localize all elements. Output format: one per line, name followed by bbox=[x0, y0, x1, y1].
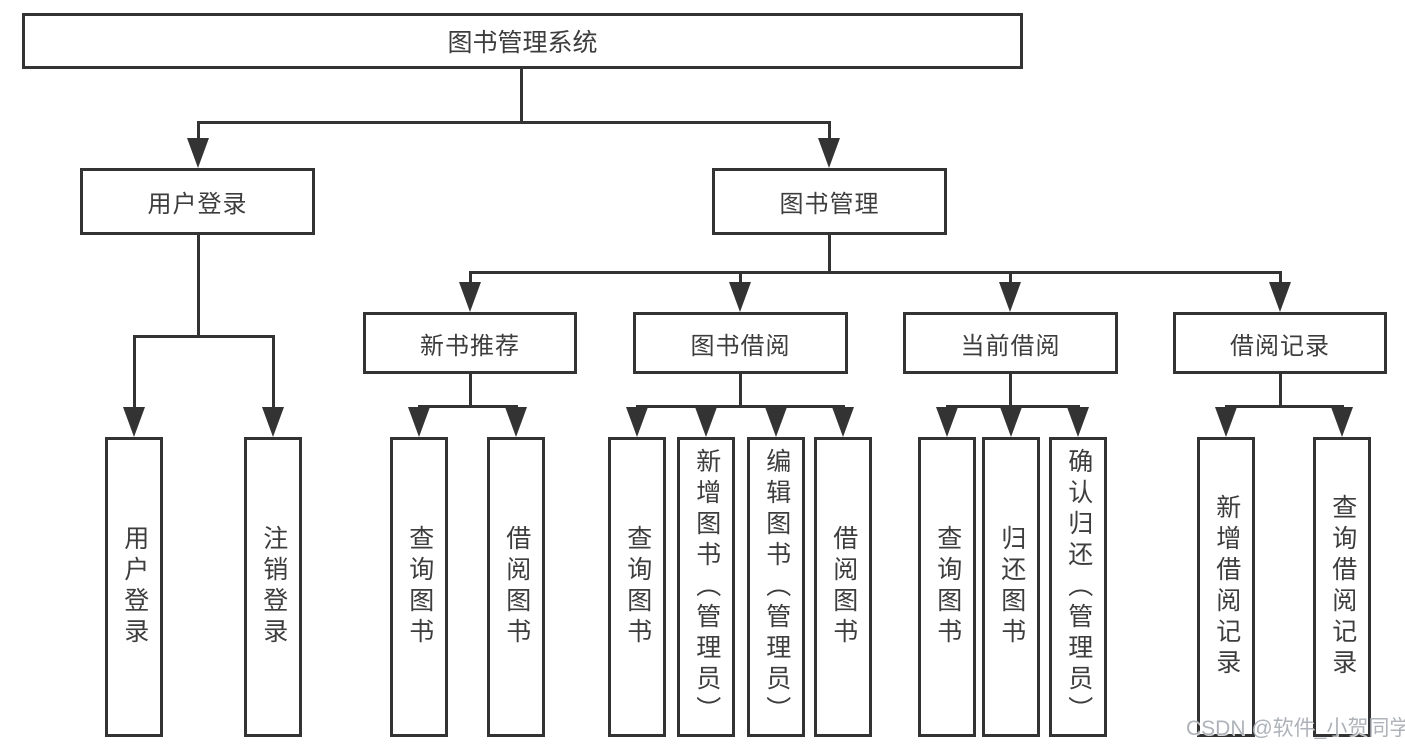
leaf-label: 查询图书 bbox=[933, 525, 962, 649]
connector-line bbox=[468, 374, 472, 408]
arrow-head bbox=[729, 282, 751, 312]
node-label: 新书推荐 bbox=[420, 332, 520, 360]
leaf-label: 确认归还（管理员） bbox=[1064, 447, 1093, 727]
connector-line bbox=[827, 122, 831, 144]
connector-line bbox=[196, 235, 200, 338]
leaf-current-query-books: 查询图书 bbox=[918, 437, 976, 737]
arrow-head bbox=[936, 407, 958, 437]
leaf-newbook-borrow-books: 借阅图书 bbox=[487, 437, 545, 737]
connector-line bbox=[738, 272, 742, 288]
connector-line bbox=[132, 334, 275, 338]
leaf-label: 用户登录 bbox=[120, 525, 149, 649]
connector-line bbox=[519, 68, 523, 122]
connector-line bbox=[945, 404, 1080, 408]
leaf-label: 新增图书（管理员） bbox=[692, 447, 721, 727]
arrow-head bbox=[408, 407, 430, 437]
arrow-head bbox=[1067, 407, 1089, 437]
leaf-records-query-borrow-record: 查询借阅记录 bbox=[1313, 437, 1371, 737]
connector-line bbox=[417, 404, 518, 408]
leaf-borrow-add-books-admin: 新增图书（管理员） bbox=[677, 437, 735, 737]
connector-line bbox=[271, 336, 275, 413]
leaf-label: 编辑图书（管理员） bbox=[762, 447, 791, 727]
node-label: 图书管理 bbox=[779, 191, 880, 218]
connector-line bbox=[1008, 272, 1012, 288]
connector-line bbox=[1224, 404, 1344, 408]
arrow-head bbox=[459, 282, 481, 312]
node-label: 图书管理系统 bbox=[447, 29, 598, 57]
arrow-head bbox=[1000, 407, 1022, 437]
leaf-logout: 注销登录 bbox=[244, 437, 302, 737]
leaf-user-login: 用户登录 bbox=[105, 437, 163, 737]
arrow-head bbox=[1215, 407, 1237, 437]
arrow-head bbox=[832, 407, 854, 437]
node-label: 当前借阅 bbox=[960, 332, 1061, 360]
watermark: CSDN @软件_小贺同学 bbox=[1186, 717, 1405, 740]
arrow-head bbox=[999, 282, 1021, 312]
leaf-label: 借阅图书 bbox=[829, 525, 858, 649]
leaf-borrow-borrow-books: 借阅图书 bbox=[814, 437, 872, 737]
arrow-head bbox=[262, 407, 284, 437]
connector-line bbox=[468, 272, 472, 288]
connector-line bbox=[468, 270, 1282, 274]
arrow-head bbox=[1269, 282, 1291, 312]
node-borrow-records: 借阅记录 bbox=[1173, 312, 1387, 374]
node-library-management-system: 图书管理系统 bbox=[22, 13, 1023, 69]
arrow-head bbox=[1331, 407, 1353, 437]
connector-line bbox=[196, 120, 831, 124]
leaf-label: 注销登录 bbox=[259, 525, 288, 649]
leaf-label: 查询图书 bbox=[405, 525, 434, 649]
leaf-records-add-borrow-record: 新增借阅记录 bbox=[1197, 437, 1255, 737]
arrow-head bbox=[695, 407, 717, 437]
connector-line bbox=[132, 336, 136, 413]
leaf-current-return-books: 归还图书 bbox=[982, 437, 1040, 737]
leaf-label: 归还图书 bbox=[997, 525, 1026, 649]
connector-line bbox=[1278, 272, 1282, 288]
leaf-newbook-query-books: 查询图书 bbox=[390, 437, 448, 737]
node-label: 图书借阅 bbox=[690, 332, 791, 360]
arrow-head bbox=[505, 407, 527, 437]
connector-line bbox=[635, 404, 845, 408]
arrow-head bbox=[187, 138, 209, 168]
node-book-borrow: 图书借阅 bbox=[633, 312, 848, 374]
leaf-label: 借阅图书 bbox=[502, 525, 531, 649]
connector-line bbox=[196, 122, 200, 144]
arrow-head bbox=[123, 407, 145, 437]
leaf-label: 查询图书 bbox=[623, 525, 652, 649]
leaf-borrow-query-books: 查询图书 bbox=[608, 437, 666, 737]
arrow-head bbox=[818, 138, 840, 168]
arrow-head bbox=[626, 407, 648, 437]
node-user-login: 用户登录 bbox=[80, 168, 315, 235]
node-book-management: 图书管理 bbox=[712, 168, 947, 235]
connector-line bbox=[1278, 374, 1282, 408]
leaf-label: 新增借阅记录 bbox=[1212, 494, 1241, 680]
connector-line bbox=[738, 374, 742, 408]
node-current-borrow: 当前借阅 bbox=[903, 312, 1118, 374]
connector-line bbox=[827, 235, 831, 274]
node-label: 用户登录 bbox=[147, 191, 248, 218]
leaf-label: 查询借阅记录 bbox=[1328, 494, 1357, 680]
node-label: 借阅记录 bbox=[1230, 332, 1330, 360]
node-new-book-recommend: 新书推荐 bbox=[363, 312, 577, 374]
connector-line bbox=[1008, 374, 1012, 408]
arrow-head bbox=[765, 407, 787, 437]
leaf-current-confirm-return-admin: 确认归还（管理员） bbox=[1049, 437, 1107, 737]
leaf-borrow-edit-books-admin: 编辑图书（管理员） bbox=[747, 437, 805, 737]
